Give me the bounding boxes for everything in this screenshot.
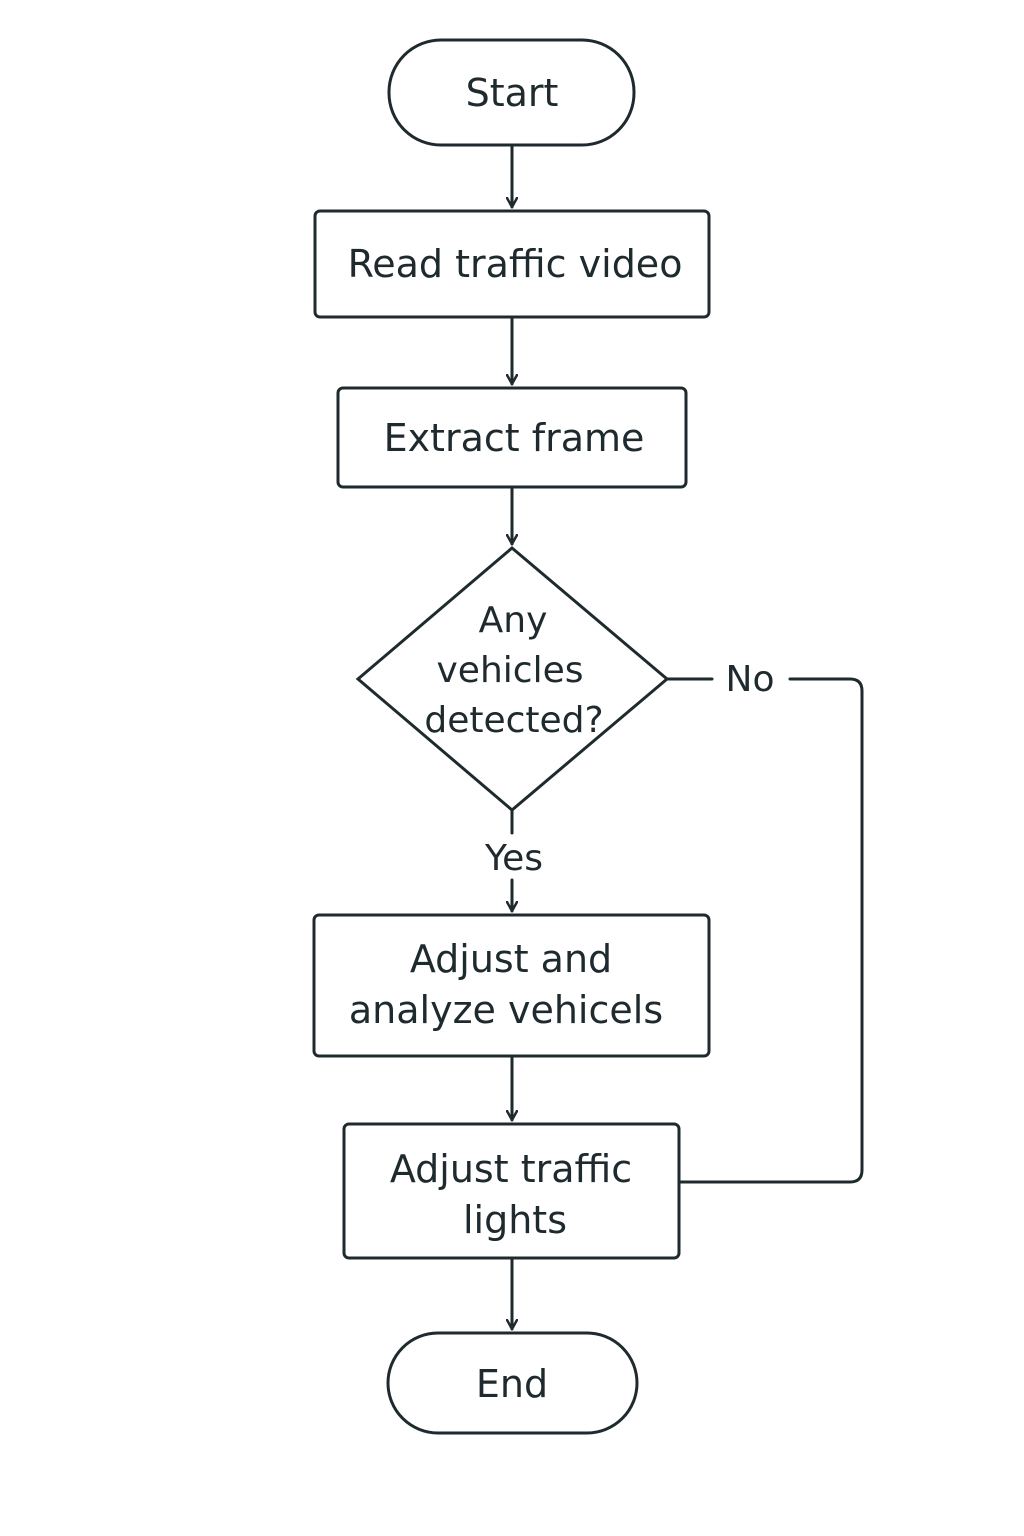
adjust-lights-label-line1: Adjust traffic	[390, 1147, 632, 1191]
branch-no-label: No	[726, 659, 775, 700]
decision-diamond	[355, 546, 670, 812]
adjust-analyze-label-line2: analyze vehicels	[349, 988, 663, 1032]
end-label: End	[476, 1362, 548, 1406]
read-video-label: Read traffic video	[348, 242, 683, 286]
adjust-lights-label-line2: lights	[463, 1198, 567, 1242]
connector-no-loop	[678, 677, 864, 1184]
end-terminal	[386, 1331, 639, 1435]
decision-label-line2: vehicles	[437, 650, 584, 691]
adjust-analyze-label-line1: Adjust and	[410, 937, 612, 981]
decision-label-line1: Any	[479, 600, 548, 641]
extract-frame-process	[336, 386, 688, 489]
decision-label-line3: detected?	[424, 700, 603, 741]
adjust-lights-process	[342, 1122, 681, 1260]
branch-yes-label: Yes	[484, 838, 543, 879]
read-video-process	[313, 209, 711, 319]
extract-frame-label: Extract frame	[384, 416, 645, 460]
start-label: Start	[466, 71, 559, 115]
adjust-analyze-process	[312, 913, 711, 1058]
start-terminal	[387, 38, 636, 147]
